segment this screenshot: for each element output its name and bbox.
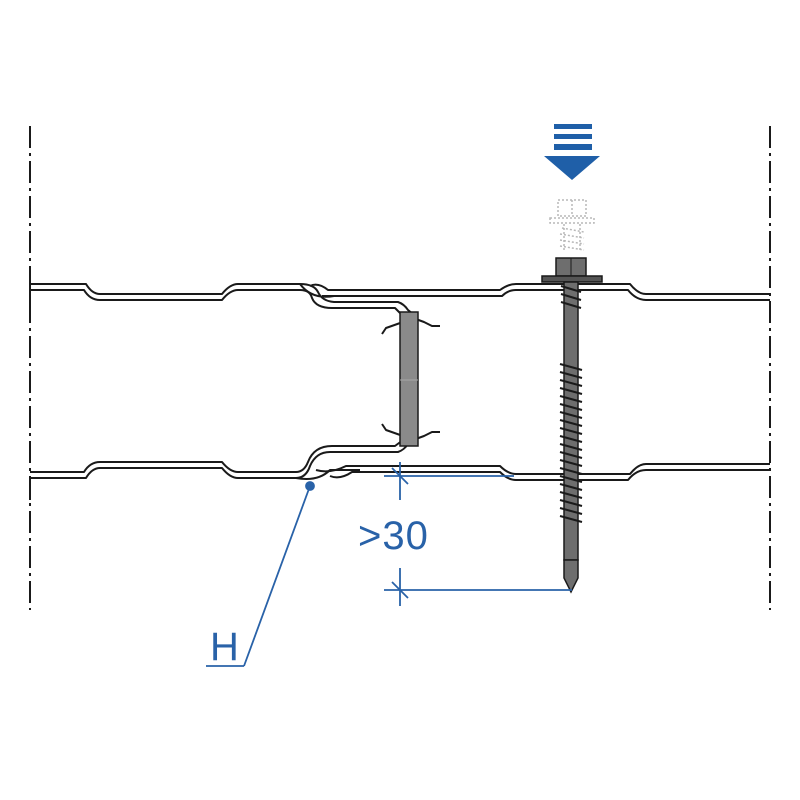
lower-flange-left-tab — [381, 423, 404, 437]
upper-panel-right-outline — [309, 283, 770, 295]
ghost-screw-thread — [559, 227, 585, 251]
arrow-bar-mid — [554, 134, 592, 139]
lower-panel-hook — [295, 469, 360, 480]
arrow-bar-top — [554, 124, 592, 129]
lower-panel-left-inner — [30, 430, 404, 473]
connection-bar — [399, 311, 419, 447]
boundary-lines — [29, 126, 771, 610]
screw-upper-thread — [560, 285, 582, 309]
connection-bar-body — [399, 311, 419, 447]
ghost-screw-washer — [549, 217, 595, 224]
screw-washer — [541, 275, 603, 283]
protrusion-dimension — [384, 462, 572, 606]
dim-lower-tick — [391, 581, 409, 599]
self-drilling-screw-icon — [541, 257, 603, 594]
callout-label: H — [210, 625, 239, 669]
arrow-bar-low — [554, 144, 592, 150]
dim-upper-tick — [391, 467, 409, 485]
h-callout — [206, 481, 315, 667]
upper-flange-left-tab — [381, 321, 404, 335]
down-arrow-icon — [544, 124, 600, 180]
upper-panel-left-inner — [30, 289, 404, 326]
arrow-head — [544, 156, 600, 180]
callout-leader — [243, 485, 311, 667]
dimension-label: >30 — [358, 514, 429, 558]
lower-panel-right-inner — [329, 469, 770, 481]
screw-lower-thread — [559, 363, 583, 523]
ghost-screw-icon — [549, 199, 595, 252]
lower-panel — [29, 423, 770, 500]
lower-panel-right-outline — [315, 463, 770, 475]
screw-tip — [563, 559, 579, 594]
lower-panel-left-outline — [29, 430, 414, 500]
